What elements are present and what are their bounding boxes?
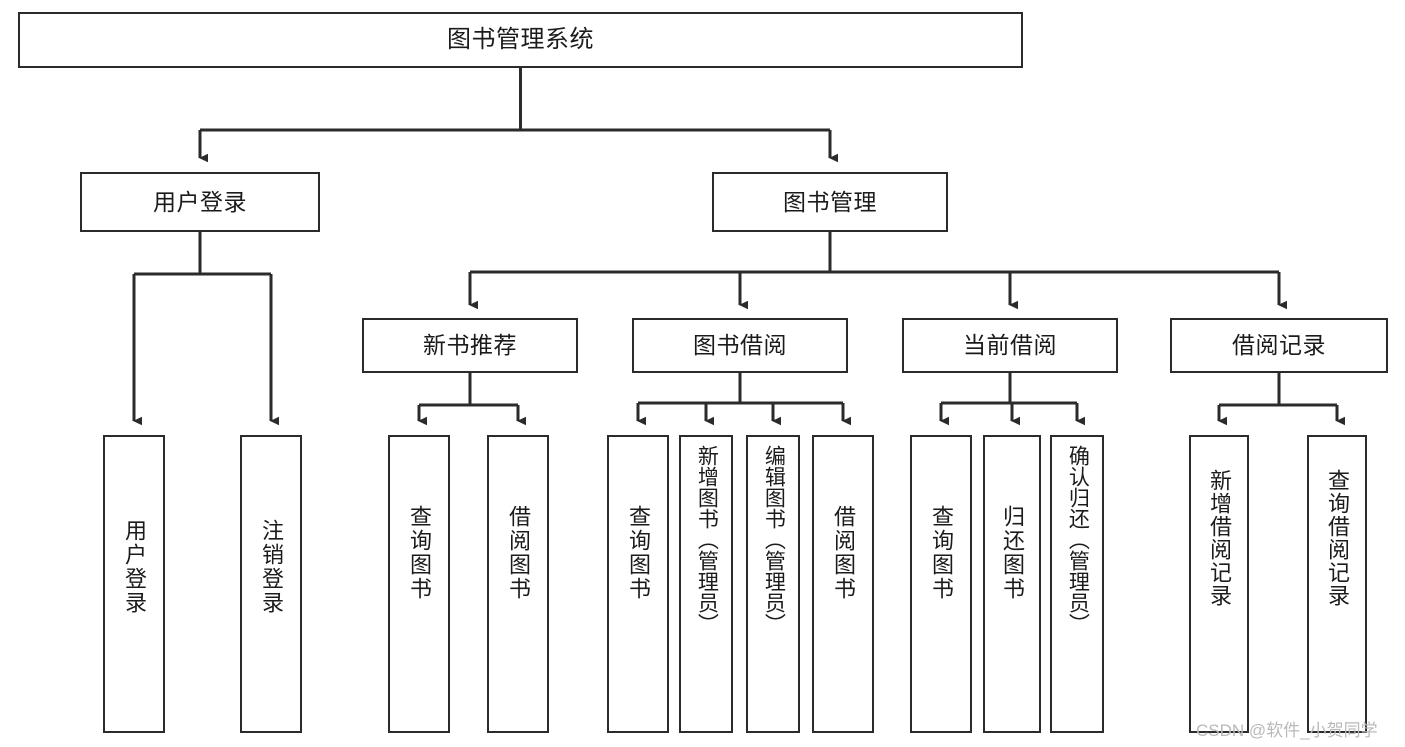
node-current-borrow-label: 当前借阅 <box>963 332 1057 359</box>
node-leaf-query-borrow-record[interactable]: 查询借阅记录 <box>1307 435 1367 733</box>
node-leaf-query-book-recommend[interactable]: 查询图书 <box>388 435 450 733</box>
node-leaf-confirm-return-admin[interactable]: 确认归还（管理员） <box>1050 435 1104 733</box>
node-leaf-borrow-book-recommend-label: 借阅图书 <box>505 505 531 601</box>
node-leaf-logout[interactable]: 注销登录 <box>240 435 302 733</box>
node-leaf-query-book-recommend-label: 查询图书 <box>406 505 432 601</box>
node-leaf-user-login[interactable]: 用户登录 <box>103 435 165 733</box>
node-leaf-user-login-label: 用户登录 <box>121 519 147 615</box>
node-leaf-return-book[interactable]: 归还图书 <box>983 435 1041 733</box>
node-user-login-label: 用户登录 <box>153 188 247 215</box>
node-leaf-borrow-book-recommend[interactable]: 借阅图书 <box>487 435 549 733</box>
node-book-manage-label: 图书管理 <box>783 188 877 215</box>
node-user-login[interactable]: 用户登录 <box>80 172 320 232</box>
node-book-borrow[interactable]: 图书借阅 <box>632 318 848 373</box>
node-leaf-edit-book-admin[interactable]: 编辑图书（管理员） <box>746 435 800 733</box>
node-root-system[interactable]: 图书管理系统 <box>18 12 1023 68</box>
node-borrow-record[interactable]: 借阅记录 <box>1170 318 1388 373</box>
node-leaf-confirm-return-admin-label: 确认归还（管理员） <box>1066 445 1090 634</box>
node-leaf-query-borrow-record-label: 查询借阅记录 <box>1324 469 1350 607</box>
node-leaf-add-book-admin-label: 新增图书（管理员） <box>695 445 719 634</box>
node-leaf-edit-book-admin-label: 编辑图书（管理员） <box>762 445 786 634</box>
watermark-text: CSDN @软件_小贺同学 <box>1196 721 1378 740</box>
node-leaf-query-book-current-label: 查询图书 <box>928 505 954 601</box>
node-leaf-query-book-borrow[interactable]: 查询图书 <box>607 435 669 733</box>
node-leaf-return-book-label: 归还图书 <box>999 505 1025 601</box>
node-book-borrow-label: 图书借阅 <box>693 332 787 359</box>
node-leaf-add-borrow-record-label: 新增借阅记录 <box>1206 469 1232 607</box>
node-leaf-logout-label: 注销登录 <box>258 519 284 615</box>
node-new-book-recommend[interactable]: 新书推荐 <box>362 318 578 373</box>
node-leaf-add-book-admin[interactable]: 新增图书（管理员） <box>679 435 733 733</box>
node-current-borrow[interactable]: 当前借阅 <box>902 318 1118 373</box>
node-leaf-borrow-book-borrow[interactable]: 借阅图书 <box>812 435 874 733</box>
node-book-manage[interactable]: 图书管理 <box>712 172 948 232</box>
node-leaf-query-book-current[interactable]: 查询图书 <box>910 435 972 733</box>
node-leaf-borrow-book-borrow-label: 借阅图书 <box>830 505 856 601</box>
node-leaf-add-borrow-record[interactable]: 新增借阅记录 <box>1189 435 1249 733</box>
node-new-book-recommend-label: 新书推荐 <box>423 332 517 359</box>
node-borrow-record-label: 借阅记录 <box>1232 332 1326 359</box>
node-root-system-label: 图书管理系统 <box>447 26 594 54</box>
node-leaf-query-book-borrow-label: 查询图书 <box>625 505 651 601</box>
